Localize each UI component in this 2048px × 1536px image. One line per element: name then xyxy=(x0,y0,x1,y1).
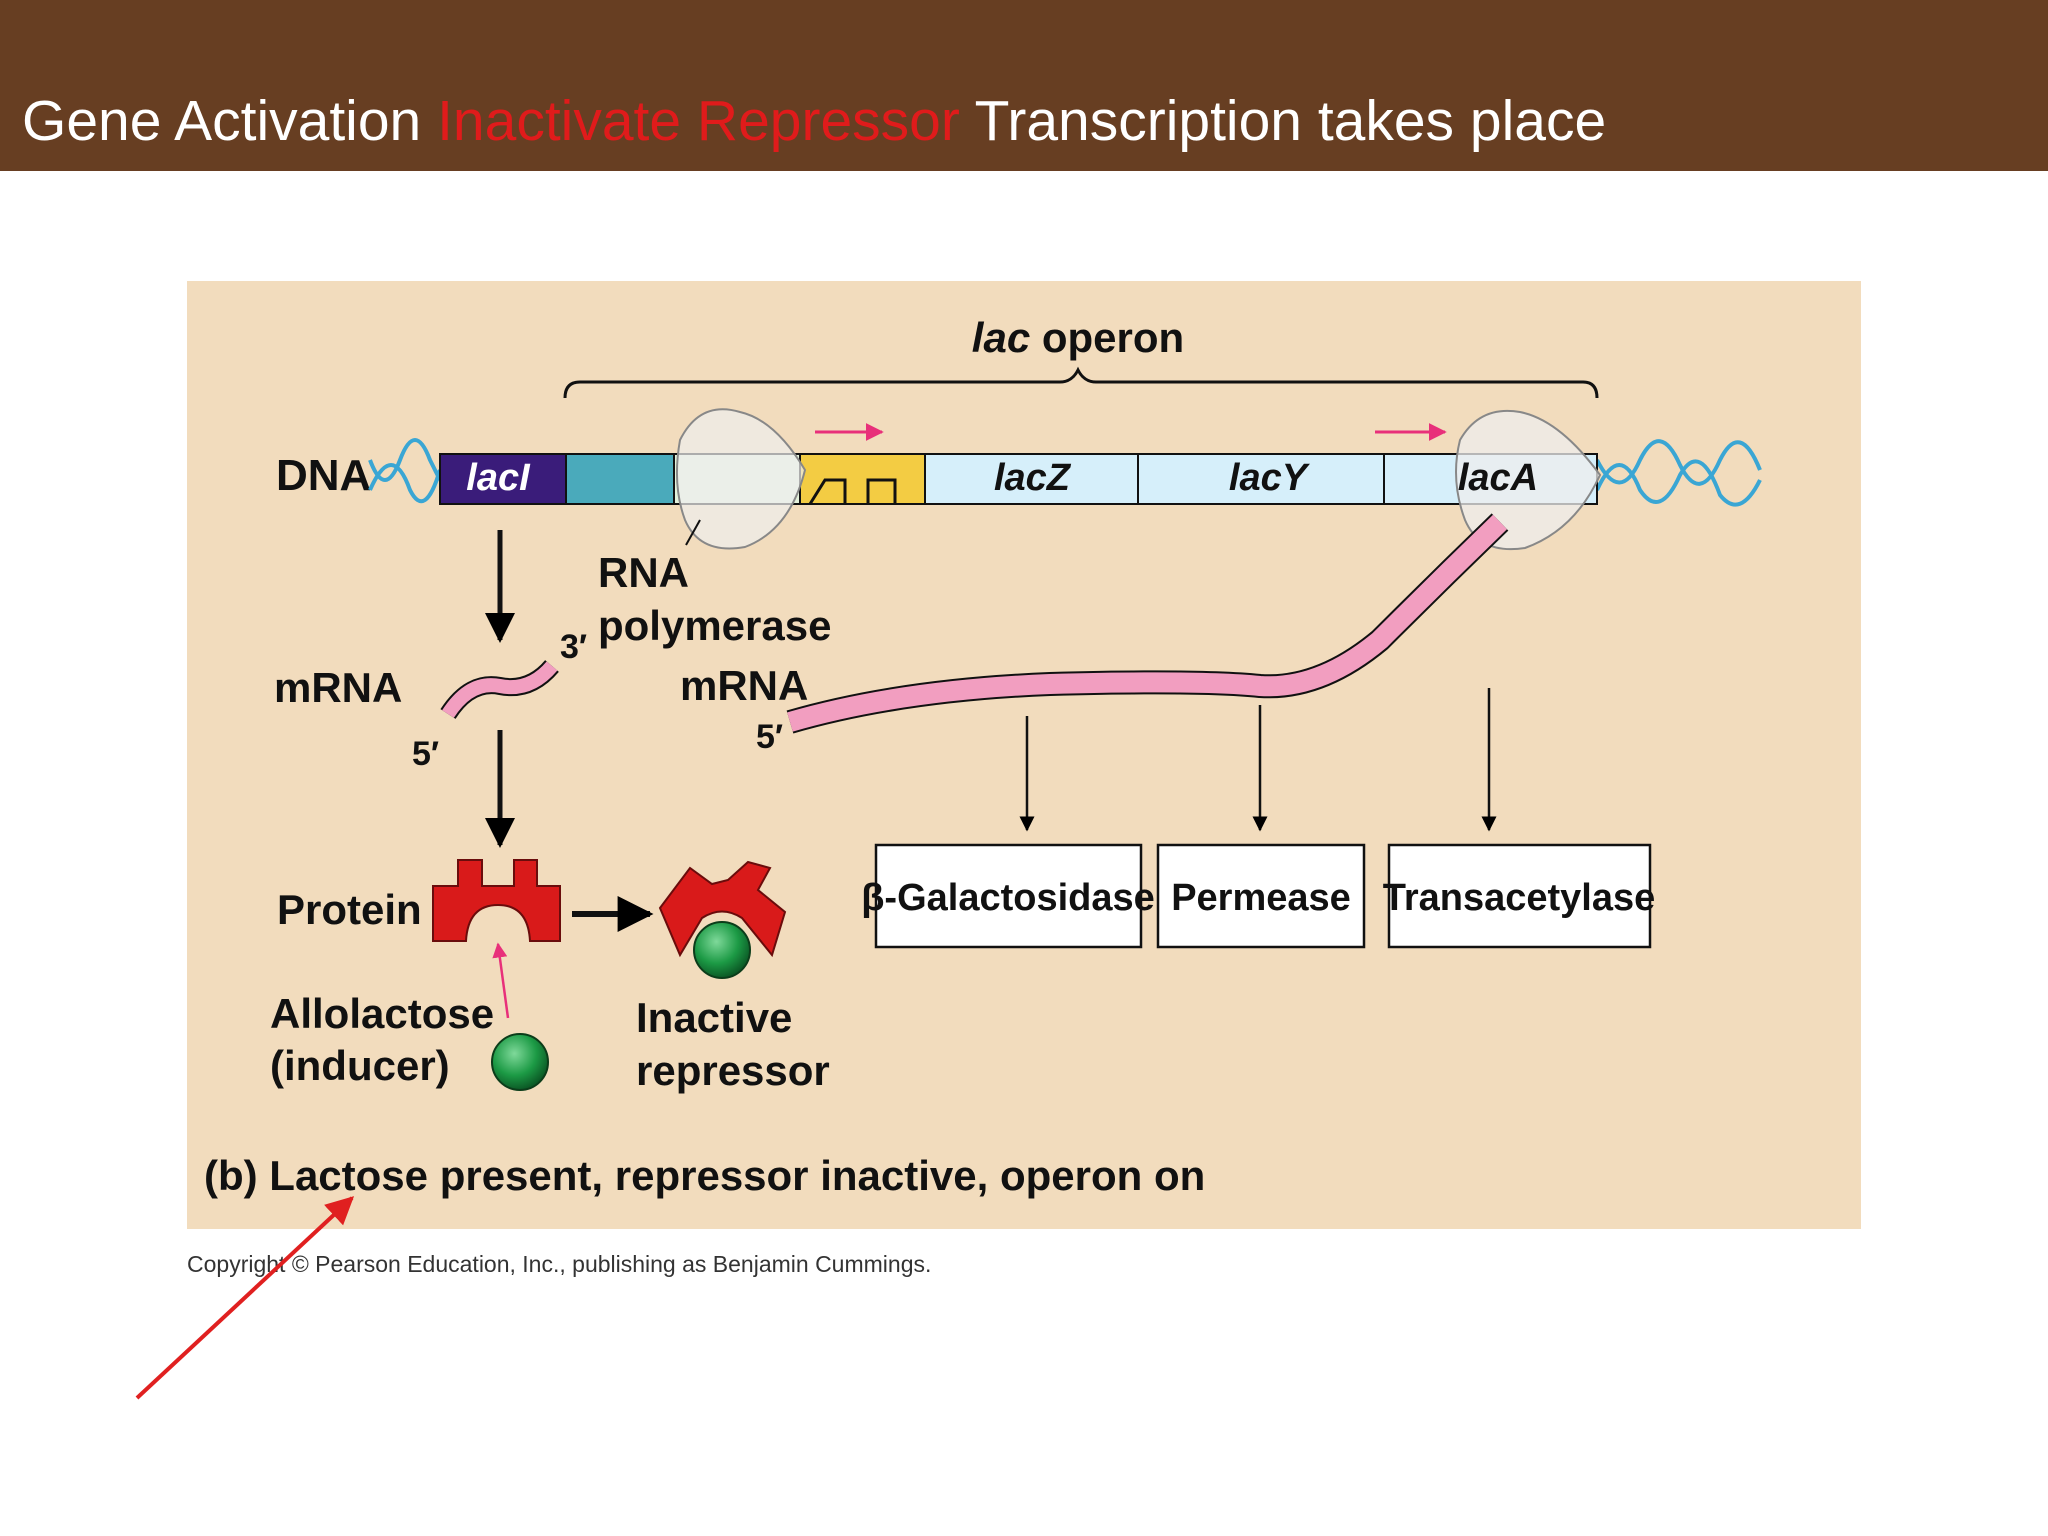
lacz-label: lacZ xyxy=(994,457,1072,499)
five-prime-right-label: 5′ xyxy=(756,718,783,756)
laci-label: lacI xyxy=(466,457,531,499)
galactosidase-box xyxy=(874,843,1143,949)
lacy-label: lacY xyxy=(1229,457,1311,499)
active-repressor xyxy=(432,859,561,942)
slide-title: Gene Activation Inactivate Repressor Tra… xyxy=(22,88,1606,154)
mrna-right-label: mRNA xyxy=(680,662,808,709)
title-part2: Transcription takes place xyxy=(959,89,1607,153)
mrna-right-fill xyxy=(787,514,1507,732)
regulator-segment xyxy=(565,453,675,505)
mrna-left-fill xyxy=(442,661,558,718)
inducer-label-2: (inducer) xyxy=(270,1042,450,1089)
protein-label: Protein xyxy=(277,886,422,933)
title-part1: Gene Activation xyxy=(22,89,438,153)
laca-label: lacA xyxy=(1458,457,1538,499)
dna-helix-left xyxy=(368,438,442,504)
figure-caption: (b) Lactose present, repressor inactive,… xyxy=(204,1152,1205,1199)
transacetylase-label: Transacetylase xyxy=(1383,877,1656,919)
inactive-repressor-label: Inactive xyxy=(636,994,792,1041)
binding-arrow xyxy=(492,942,510,1019)
inducer-molecule xyxy=(491,1033,549,1091)
dna-helix-right xyxy=(1595,439,1762,507)
bound-inducer xyxy=(693,921,751,979)
inactive-repressor-label-2: repressor xyxy=(636,1047,830,1094)
title-bar xyxy=(0,0,2048,171)
inducer-label: Allolactose xyxy=(270,990,494,1037)
operator-segment xyxy=(799,453,926,505)
rna-polymerase-label: RNA xyxy=(598,549,689,596)
lacz-gene xyxy=(924,453,1139,505)
rna-polymerase-leader xyxy=(685,519,701,546)
mrna-left-label: mRNA xyxy=(274,664,402,711)
operon-bracket xyxy=(563,366,1599,399)
rna-polymerase-label-2: polymerase xyxy=(598,602,831,649)
operator-notch xyxy=(808,478,897,505)
permease-label: Permease xyxy=(1171,877,1351,919)
figure-background xyxy=(187,281,1861,1229)
transacetylase-box xyxy=(1387,843,1652,949)
five-prime-left-label: 5′ xyxy=(412,735,439,773)
permease-box xyxy=(1156,843,1366,949)
operon-label: lac operon xyxy=(972,314,1184,361)
galactosidase-label: β-Galactosidase xyxy=(861,877,1155,919)
title-highlight: Inactivate Repressor xyxy=(437,89,960,153)
pointer-arrow xyxy=(135,1196,355,1400)
dna-label: DNA xyxy=(276,451,371,500)
lacy-gene xyxy=(1137,453,1385,505)
laci-gene xyxy=(439,453,567,505)
rna-polymerase-promoter xyxy=(675,408,807,550)
copyright-text: Copyright © Pearson Education, Inc., pub… xyxy=(187,1251,931,1277)
inactive-repressor-shape xyxy=(658,860,787,958)
three-prime-label: 3′ xyxy=(560,628,587,666)
